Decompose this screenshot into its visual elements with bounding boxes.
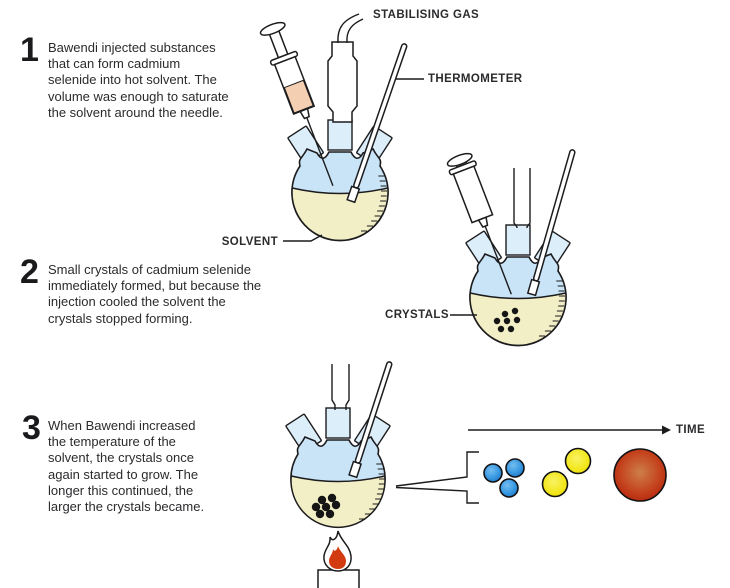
flask-3 <box>285 407 391 529</box>
flask-2-center-tube <box>513 168 531 228</box>
crystals-label: CRYSTALS <box>385 309 449 321</box>
time-arrow <box>468 425 671 435</box>
blue-crystal-ball <box>483 463 503 483</box>
flask-1 <box>287 119 393 242</box>
blue-crystal-ball <box>505 458 525 478</box>
thermometer-icon-2 <box>526 149 576 297</box>
step-2-number: 2 <box>20 253 39 291</box>
crystal-dots-small <box>493 307 521 333</box>
thermometer-icon-1 <box>346 43 408 204</box>
crystal-dots-large <box>311 493 341 519</box>
thermometer-label: THERMOMETER <box>428 73 523 85</box>
red-crystal-ball <box>613 448 667 502</box>
syringe-empty-icon <box>446 152 512 295</box>
flask-3-center-tube <box>331 364 350 410</box>
gas-inlet-tube <box>327 41 358 123</box>
growth-bracket <box>395 451 479 504</box>
flask-3-shading <box>359 463 385 520</box>
flask-2-center-joint <box>505 224 531 256</box>
crystal-growth-sequence <box>483 447 667 502</box>
flask-1-solvent <box>291 187 389 242</box>
flask-2-shading <box>539 280 565 337</box>
blue-crystal-ball <box>499 478 519 498</box>
time-label: TIME <box>676 424 706 436</box>
stabilising-gas-label: STABILISING GAS <box>373 9 480 21</box>
solvent-label: SOLVENT <box>221 236 278 248</box>
gas-hose <box>337 13 364 44</box>
flask-1-shading <box>361 175 387 232</box>
step-2-text: Small crystals of cadmium selenide immed… <box>48 262 262 326</box>
flame-icon <box>323 530 352 572</box>
syringe-full-icon <box>259 21 334 186</box>
yellow-crystal-ball <box>541 470 569 498</box>
step-1-number: 1 <box>20 31 39 69</box>
burner-stand <box>317 569 360 588</box>
flask-3-center-joint <box>325 407 351 439</box>
thermometer-icon-3 <box>348 361 393 479</box>
flask-1-center-joint <box>327 119 353 151</box>
arrowhead-icon <box>662 425 671 435</box>
solvent-callout-line <box>283 234 323 242</box>
step-3-text: When Bawendi increased the temperature o… <box>48 418 205 515</box>
step-3-number: 3 <box>22 409 41 447</box>
flask-2 <box>465 224 571 347</box>
yellow-crystal-ball <box>564 447 592 475</box>
step-1-text: Bawendi injected substances that can for… <box>48 40 229 120</box>
